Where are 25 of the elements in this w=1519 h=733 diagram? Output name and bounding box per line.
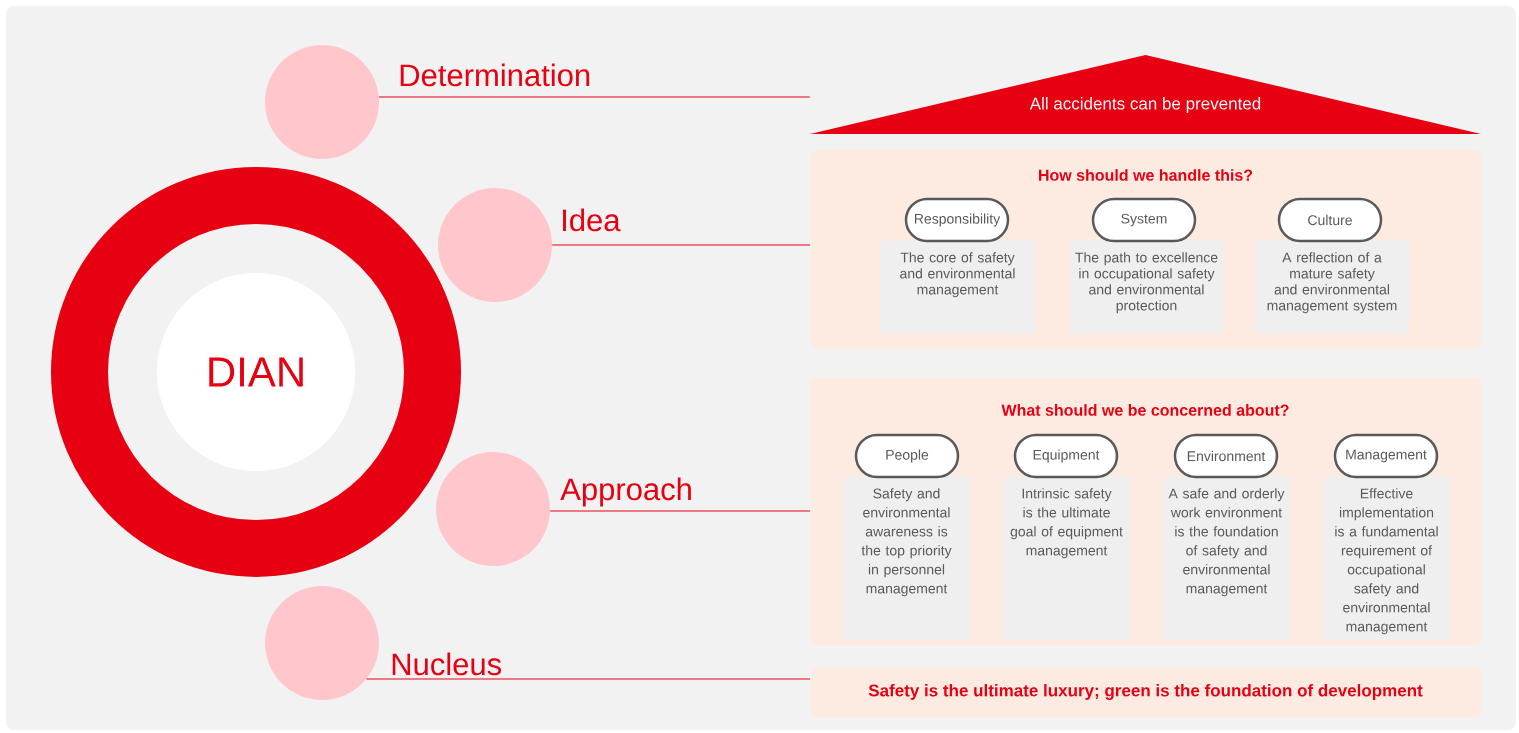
panel: Safety is the ultimate luxury; green is the foundation of development xyxy=(810,667,1482,718)
pill-label: Environment xyxy=(1173,433,1279,479)
pill-label: Equipment xyxy=(1013,433,1119,479)
ring-drawing: DIAN xyxy=(51,167,461,577)
text-card: Safety and environmental awareness is the top priority in personnel management xyxy=(843,476,971,641)
text-card: Intrinsic safety is the ultimate goal of equipment management xyxy=(1003,476,1131,641)
roof-banner: All accidents can be prevented xyxy=(810,55,1481,134)
pill-label: Management xyxy=(1333,433,1439,479)
heading: Determination xyxy=(400,63,590,87)
pill-label: Responsibility xyxy=(904,197,1010,243)
connector-line xyxy=(365,678,811,680)
text-card: The core of safety and environmental management xyxy=(880,240,1036,334)
pill-label: Culture xyxy=(1277,197,1383,243)
connector-line xyxy=(551,244,811,246)
heading: Nucleus xyxy=(392,652,502,676)
connector-line xyxy=(549,510,811,512)
text-card: Effective implementation is a fundamental requirement of occupational safety and environmental management xyxy=(1323,476,1451,641)
text-card: A reflection of a mature safety and environmental management system xyxy=(1255,240,1410,334)
heading: Approach xyxy=(560,477,691,507)
text-card: A safe and orderly work environment is the foundation of safety and environmental management xyxy=(1163,476,1291,641)
pill-label: System xyxy=(1091,197,1197,243)
text-card: The path to excellence in occupational safety and environmental protection xyxy=(1070,240,1224,334)
pill-label: People xyxy=(854,433,960,479)
heading: Idea xyxy=(563,208,621,232)
connector-line xyxy=(378,96,811,98)
